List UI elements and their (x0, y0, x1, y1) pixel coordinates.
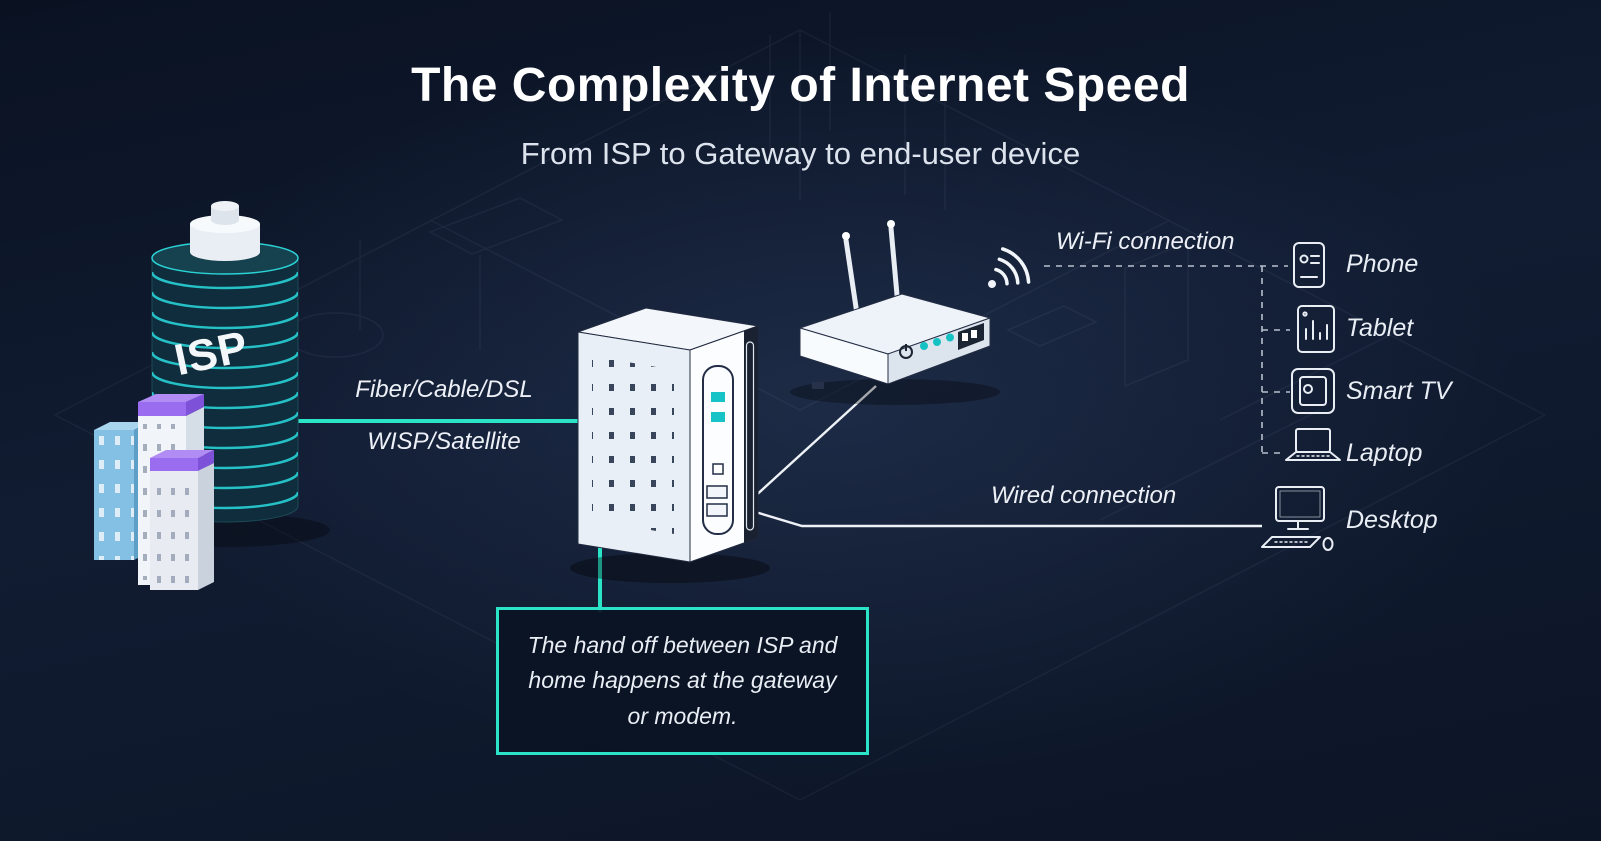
callout-text: The hand off between ISP and home happen… (527, 631, 838, 729)
page-subtitle: From ISP to Gateway to end-user device (520, 136, 1081, 171)
page-title: The Complexity of Internet Speed (411, 59, 1190, 112)
isp-building: ISP (94, 201, 330, 590)
wifi-connection-label: Wi-Fi connection (1056, 228, 1235, 255)
wifi-dashed-lines (1044, 265, 1290, 454)
device-label-desktop: Desktop (1346, 506, 1438, 534)
device-label-laptop: Laptop (1346, 439, 1423, 467)
laptop-icon (1285, 428, 1341, 461)
desktop-icon (1261, 486, 1334, 551)
city-buildings (94, 394, 214, 590)
router-modem-cable (751, 385, 877, 500)
wired-connection-label: Wired connection (991, 482, 1177, 509)
callout-box: The hand off between ISP and home happen… (496, 607, 869, 755)
wifi-signal-icon (988, 247, 1031, 288)
phone-icon (1293, 242, 1325, 288)
isp-link-label-top: Fiber/Cable/DSL (355, 376, 533, 403)
wired-connection-line (751, 509, 1262, 528)
wifi-router (790, 220, 1000, 405)
device-label-tablet: Tablet (1346, 314, 1414, 342)
device-label-phone: Phone (1346, 250, 1419, 278)
gateway-modem (570, 307, 770, 583)
isp-link-label-bottom: WISP/Satellite (367, 428, 521, 455)
background-floorplan (53, 12, 1547, 801)
tablet-icon (1297, 305, 1335, 353)
device-label-smart-tv: Smart TV (1346, 377, 1452, 405)
smart-tv-icon (1291, 368, 1335, 414)
